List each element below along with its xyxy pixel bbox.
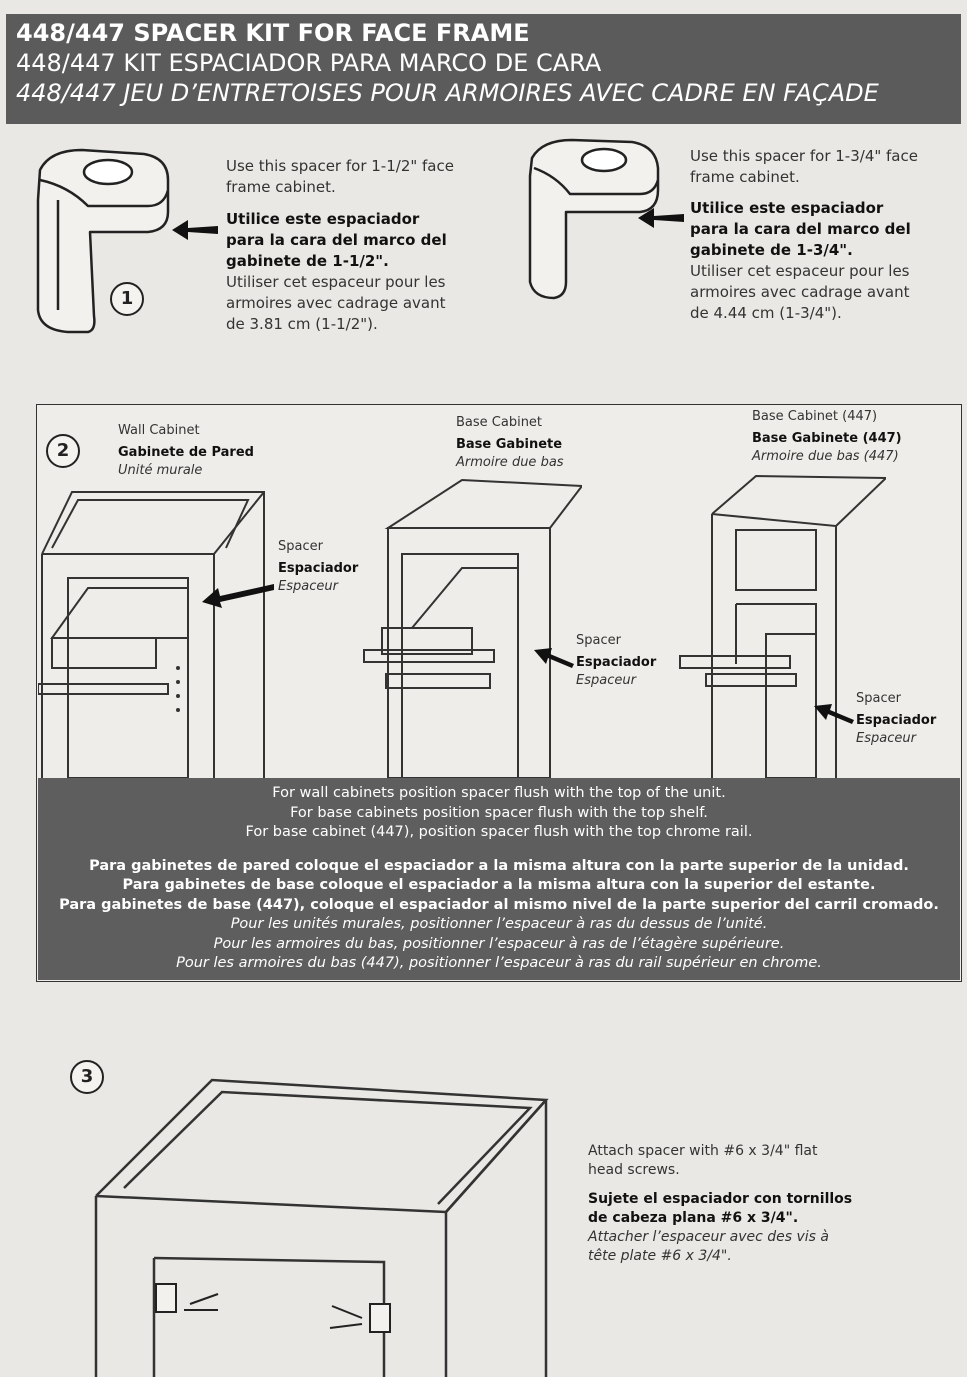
note-line: For base cabinet (447), position spacer … (245, 824, 753, 840)
text-line: Use this spacer for 1-3/4" face (690, 147, 918, 165)
note-line: Para gabinetes de pared coloque el espac… (89, 857, 909, 874)
base-cabinet-illustration (363, 478, 582, 778)
arrow-icon (202, 584, 274, 608)
arrow-icon (172, 220, 218, 240)
positioning-notes: For wall cabinets position spacer flush … (38, 778, 960, 980)
text-line: Espaceur (576, 673, 636, 688)
text-line: Base Cabinet (456, 415, 543, 430)
text-line: Utiliser cet espaceur pour les (226, 273, 446, 291)
text-line: de 4.44 cm (1-3/4"). (690, 304, 842, 322)
note-line: For base cabinets position spacer flush … (290, 804, 708, 821)
step-3-badge: 3 (70, 1060, 104, 1094)
step3-text: Attach spacer with #6 x 3/4" flat head s… (588, 1142, 852, 1266)
spacer-1-3-4-illustration (528, 138, 660, 300)
text-line: Attach spacer with #6 x 3/4" flat (588, 1143, 818, 1159)
spacer-1-1-2-illustration (36, 148, 170, 334)
base-cabinet-447-label: Base Cabinet (447) Base Gabinete (447) A… (752, 408, 902, 466)
note-line: Pour les armoires du bas (447), position… (176, 955, 822, 971)
text-line: Espaciador (856, 713, 937, 728)
text-line: Armoire due bas (447) (752, 449, 899, 464)
step1-right-text: Use this spacer for 1-3/4" face frame ca… (690, 146, 918, 324)
text-line: Unité murale (118, 463, 203, 478)
cabinet-attach-illustration (94, 1078, 549, 1377)
wall-spacer-label: Spacer Espaciador Espaceur (278, 538, 358, 596)
text-line: Spacer (576, 633, 621, 648)
base447-spacer-label: Spacer Espaciador Espaceur (856, 690, 936, 748)
note-line: Para gabinetes de base coloque el espaci… (122, 877, 876, 893)
step-2-badge: 2 (46, 434, 80, 468)
text-line: Utiliser cet espaceur pour les (690, 262, 910, 280)
title-banner: 448/447 SPACER KIT FOR FACE FRAME 448/44… (6, 14, 961, 124)
text-line: para la cara del marco del (690, 220, 911, 238)
text-line: Espaciador (278, 561, 359, 576)
text-line: de cabeza plana #6 x 3/4". (588, 1210, 799, 1226)
base-spacer-label: Spacer Espaciador Espaceur (576, 632, 656, 690)
text-line: frame cabinet. (690, 168, 800, 186)
note-line: For wall cabinets position spacer flush … (272, 785, 726, 801)
text-line: Wall Cabinet (118, 423, 200, 438)
text-line: Sujete el espaciador con tornillos (588, 1191, 853, 1207)
base-cabinet-447-illustration (679, 474, 886, 778)
text-line: para la cara del marco del (226, 231, 447, 249)
text-line: gabinete de 1-3/4". (690, 241, 853, 259)
title-spanish: 448/447 KIT ESPACIADOR PARA MARCO DE CAR… (16, 49, 602, 77)
step1-left-text: Use this spacer for 1-1/2" face frame ca… (226, 156, 454, 335)
text-line: Base Cabinet (447) (752, 409, 878, 424)
arrow-icon (814, 704, 854, 724)
arrow-icon (638, 208, 684, 228)
note-line: Pour les unités murales, positionner l’e… (230, 916, 768, 932)
base-cabinet-label: Base Cabinet Base Gabinete Armoire due b… (456, 414, 564, 472)
text-line: Utilice este espaciador (690, 199, 884, 217)
note-line: Para gabinetes de base (447), coloque el… (59, 896, 939, 913)
text-line: head screws. (588, 1162, 680, 1178)
text-line: Espaceur (856, 731, 916, 746)
text-line: gabinete de 1-1/2". (226, 252, 389, 270)
text-line: Use this spacer for 1-1/2" face (226, 157, 454, 175)
note-line: Pour les armoires du bas, positionner l’… (213, 935, 785, 952)
text-line: Spacer (856, 691, 901, 706)
arrow-icon (534, 648, 574, 668)
text-line: Espaceur (278, 579, 338, 594)
wall-cabinet-illustration (38, 491, 265, 778)
text-line: Attacher l’espaceur avec des vis à (588, 1229, 829, 1245)
wall-cabinet-label: Wall Cabinet Gabinete de Pared Unité mur… (118, 422, 254, 480)
title-french: 448/447 JEU D’ENTRETOISES POUR ARMOIRES … (16, 79, 879, 107)
text-line: Base Gabinete (456, 437, 563, 452)
text-line: Base Gabinete (447) (752, 431, 902, 446)
text-line: Espaciador (576, 655, 657, 670)
title-english: 448/447 SPACER KIT FOR FACE FRAME (16, 19, 530, 47)
text-line: de 3.81 cm (1-1/2"). (226, 315, 378, 333)
text-line: armoires avec cadrage avant (690, 283, 910, 301)
text-line: Spacer (278, 539, 323, 554)
text-line: tête plate #6 x 3/4". (588, 1248, 732, 1264)
step-1-badge: 1 (110, 282, 144, 316)
text-line: Utilice este espaciador (226, 210, 420, 228)
text-line: Armoire due bas (456, 455, 564, 470)
text-line: Gabinete de Pared (118, 445, 254, 460)
text-line: armoires avec cadrage avant (226, 294, 446, 312)
text-line: frame cabinet. (226, 178, 336, 196)
